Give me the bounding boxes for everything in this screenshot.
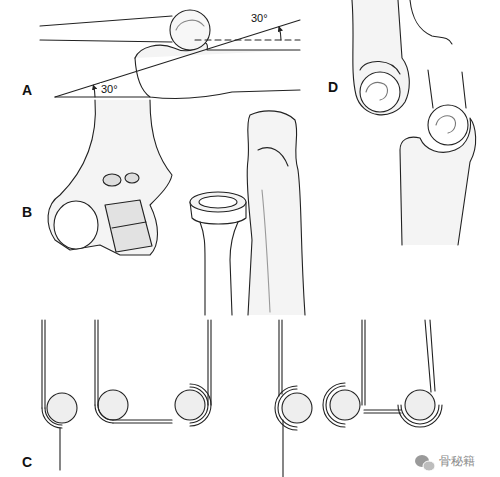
joint-schematics-part: [398, 405, 442, 427]
joint-schematics-part: [41, 320, 42, 408]
lateral-elbow-view-part: [93, 85, 95, 97]
joint-schematics-part: [361, 320, 362, 405]
anterior-elbow-view-part: [105, 200, 152, 252]
joint-schematics-part: [45, 408, 62, 425]
anterior-elbow-view-part: [112, 222, 146, 228]
lateral-elbow-view-part: [40, 40, 172, 42]
joint-schematics-part: [42, 408, 62, 428]
anterior-elbow-view-part: [54, 201, 98, 249]
lateral-elbow-view-part: [170, 10, 210, 50]
joint-schematics-part: [282, 420, 283, 477]
joint-schematics: [42, 320, 442, 477]
panel-letter: C: [22, 455, 32, 470]
anterior-elbow-view-part: [247, 111, 305, 315]
joint-schematics-part: [326, 386, 345, 424]
watermark-icon: [415, 455, 435, 471]
anterior-elbow-view-part: [258, 148, 288, 166]
anterior-elbow-view-part: [262, 190, 270, 312]
sagittal-elbow-views-part: [352, 0, 409, 115]
sagittal-elbow-views-part: [428, 105, 468, 145]
angle-label: 30°: [100, 83, 119, 95]
joint-schematics-part: [323, 383, 345, 427]
joint-schematics-part: [207, 320, 208, 405]
joint-schematics-part: [278, 389, 297, 427]
panel-letter: D: [328, 80, 338, 95]
joint-schematics-part: [98, 390, 128, 420]
sagittal-elbow-views-part: [360, 61, 400, 74]
joint-schematics-part: [47, 393, 77, 423]
joint-schematics-part: [364, 320, 365, 405]
sagittal-elbow-views-part: [428, 70, 433, 108]
sagittal-elbow-views-part: [360, 72, 400, 112]
joint-schematics-part: [210, 320, 211, 405]
joint-schematics-part: [98, 405, 113, 420]
anterior-elbow-view-part: [190, 192, 246, 212]
lateral-elbow-view-part: [55, 96, 150, 97]
joint-schematics-part: [97, 320, 98, 405]
anterior-elbow-view-part: [199, 196, 237, 208]
joint-schematics-part: [405, 390, 435, 420]
elbow-illustration-part: [40, 0, 476, 477]
anterior-elbow-view: [48, 100, 305, 315]
joint-schematics-part: [113, 422, 172, 423]
joint-schematics-part: [95, 405, 113, 423]
panel-letter: B: [22, 205, 32, 220]
joint-schematics-part: [175, 390, 205, 420]
lateral-elbow-view-part: [135, 43, 300, 58]
joint-schematics-part: [401, 405, 439, 424]
lateral-elbow-view: [40, 10, 300, 98]
joint-schematics-part: [278, 320, 279, 396]
angle-label: 30°: [250, 12, 269, 24]
lateral-elbow-view-part: [55, 20, 300, 97]
anterior-elbow-view-part: [48, 100, 172, 255]
anterior-elbow-view-part: [125, 173, 139, 183]
sagittal-elbow-views: [352, 0, 476, 245]
joint-schematics-part: [330, 390, 360, 420]
watermark-icon-part: [423, 461, 435, 471]
joint-schematics-part: [430, 320, 435, 391]
joint-schematics-part: [275, 386, 297, 430]
joint-schematics-part: [94, 320, 95, 405]
joint-schematics-part: [282, 393, 312, 423]
anterior-elbow-view-part: [200, 222, 205, 315]
lateral-elbow-view-part: [40, 16, 172, 26]
lateral-elbow-view-part: [176, 20, 204, 30]
joint-schematics-part: [44, 320, 45, 408]
joint-schematics-part: [364, 412, 401, 413]
lateral-elbow-view-part: [279, 27, 281, 40]
sagittal-elbow-views-part: [462, 72, 466, 108]
sagittal-elbow-views-part: [366, 82, 387, 100]
sagittal-elbow-views-part: [410, 0, 452, 44]
joint-schematics-part: [113, 419, 172, 420]
joint-schematics-part: [59, 428, 60, 470]
sagittal-elbow-views-part: [436, 116, 455, 133]
panel-letter: A: [22, 83, 32, 98]
joint-schematics-part: [281, 320, 282, 394]
anterior-elbow-view-part: [103, 174, 121, 186]
joint-schematics-part: [190, 384, 211, 426]
lateral-elbow-view-part: [195, 39, 300, 40]
joint-schematics-part: [425, 320, 431, 392]
watermark: 骨秘籍: [438, 455, 476, 468]
joint-schematics-part: [364, 409, 401, 410]
joint-schematics-part: [190, 387, 208, 423]
anterior-elbow-view-part: [230, 222, 238, 315]
